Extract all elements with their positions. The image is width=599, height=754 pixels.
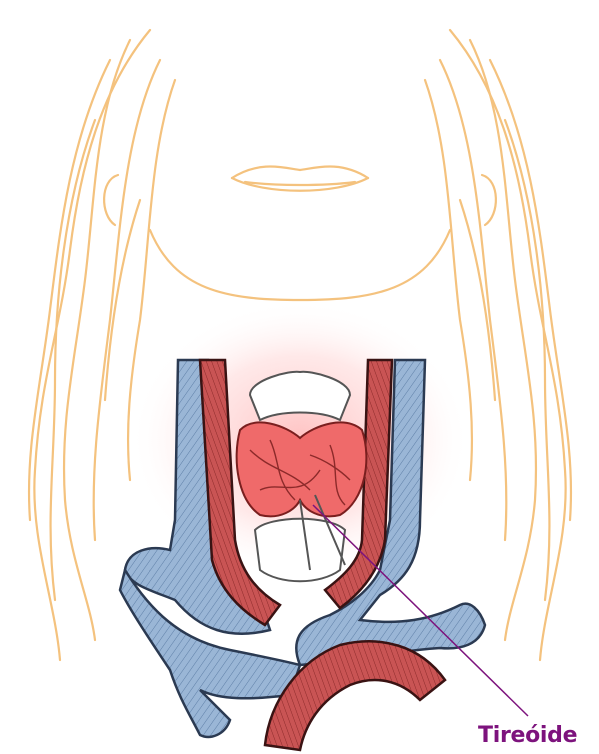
aortic-arch <box>265 641 445 750</box>
thyroid-label: Tireóide <box>478 723 577 749</box>
